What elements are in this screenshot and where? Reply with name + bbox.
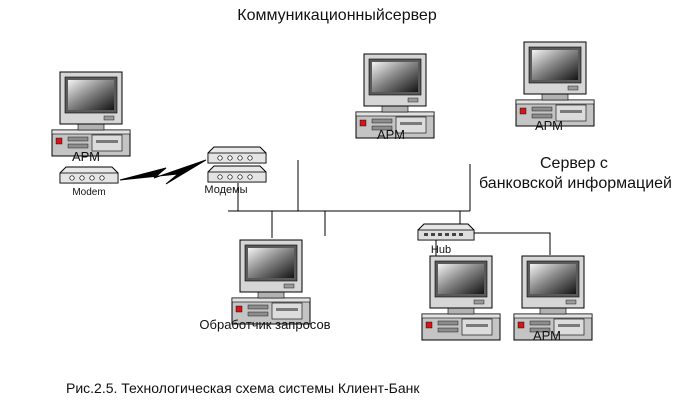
arm-label-top-right: АРМ bbox=[534, 118, 564, 133]
arm-label-top-center: АРМ bbox=[376, 127, 406, 142]
modems-label: Модемы bbox=[204, 184, 248, 196]
request-handler-label: Обработчик запросов bbox=[199, 317, 331, 332]
bank-server-label-line2: банковской информацией bbox=[479, 175, 672, 192]
arm-workstation-top-right bbox=[515, 41, 595, 127]
figure-caption: Рис.2.5. Технологическая схема системы К… bbox=[66, 380, 420, 396]
dialup-link-lightning bbox=[119, 159, 207, 185]
network-hub bbox=[417, 223, 475, 241]
arm-label-bottom-right: АРМ bbox=[532, 328, 562, 343]
request-handler-workstation bbox=[231, 239, 311, 325]
modem-label: Modem bbox=[72, 187, 106, 198]
arm-workstation-top-left bbox=[51, 71, 131, 157]
arm-label-top-left: АРМ bbox=[71, 149, 101, 164]
modem-bank-unit-2 bbox=[207, 165, 267, 183]
arm-workstation-top-center bbox=[355, 53, 435, 139]
arm-workstation-bottom-left bbox=[421, 255, 501, 341]
network-cables bbox=[228, 160, 551, 256]
hub-label: Hub bbox=[430, 244, 452, 256]
bank-server-label-line1: Сервер с bbox=[540, 155, 608, 172]
modem-bank-unit-1 bbox=[207, 146, 267, 164]
comm-server-label: Коммуникационныйсервер bbox=[237, 7, 437, 24]
hub-to-arm-right bbox=[470, 232, 551, 255]
client-modem bbox=[59, 166, 119, 184]
